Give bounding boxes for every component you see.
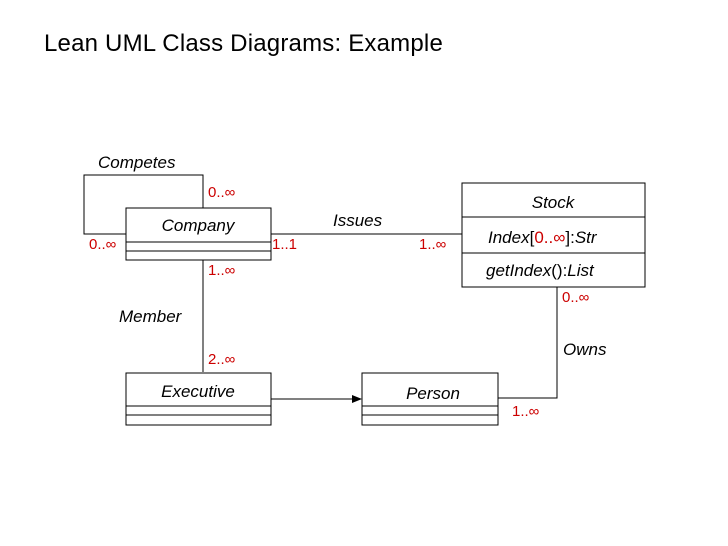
stock-operation: getIndex():List xyxy=(486,261,595,280)
competes-association-line xyxy=(83,174,204,235)
issues-multiplicity-company: 1..1 xyxy=(272,236,297,253)
class-company: Company xyxy=(125,207,272,261)
class-person: Person xyxy=(361,372,499,426)
class-person-name: Person xyxy=(406,384,460,403)
class-company-name: Company xyxy=(162,216,236,235)
issues-label: Issues xyxy=(333,211,383,230)
class-stock: Stock Index[0..∞]:Str getIndex():List xyxy=(461,182,646,288)
owns-multiplicity-stock: 0..∞ xyxy=(562,289,590,306)
stock-operation-parens: () xyxy=(551,261,562,280)
class-executive: Executive xyxy=(125,372,272,426)
issues-multiplicity-stock: 1..∞ xyxy=(419,236,447,253)
stock-attribute: Index[0..∞]:Str xyxy=(488,228,598,247)
class-executive-name: Executive xyxy=(161,382,235,401)
stock-attribute-name: Index xyxy=(488,228,530,247)
member-label: Member xyxy=(119,307,183,326)
class-stock-name: Stock xyxy=(532,193,576,212)
stock-operation-type-separator: : xyxy=(563,261,568,280)
stock-attribute-multiplicity: 0..∞ xyxy=(534,228,565,247)
stock-attribute-open-bracket: [ xyxy=(530,228,535,247)
competes-multiplicity-top: 0..∞ xyxy=(208,184,236,201)
owns-multiplicity-person: 1..∞ xyxy=(512,403,540,420)
member-multiplicity-executive: 2..∞ xyxy=(208,351,236,368)
owns-association-line xyxy=(498,287,558,399)
stock-operation-name: getIndex xyxy=(486,261,552,280)
competes-label: Competes xyxy=(98,153,176,172)
owns-label: Owns xyxy=(563,340,607,359)
stock-attribute-type-separator: : xyxy=(570,228,575,247)
member-multiplicity-company: 1..∞ xyxy=(208,262,236,279)
stock-operation-type: List xyxy=(567,261,595,280)
slide-title: Lean UML Class Diagrams: Example xyxy=(44,30,443,57)
stock-attribute-close-bracket: ] xyxy=(565,228,570,247)
competes-multiplicity-left: 0..∞ xyxy=(89,236,117,253)
stock-attribute-type: Str xyxy=(575,228,598,247)
